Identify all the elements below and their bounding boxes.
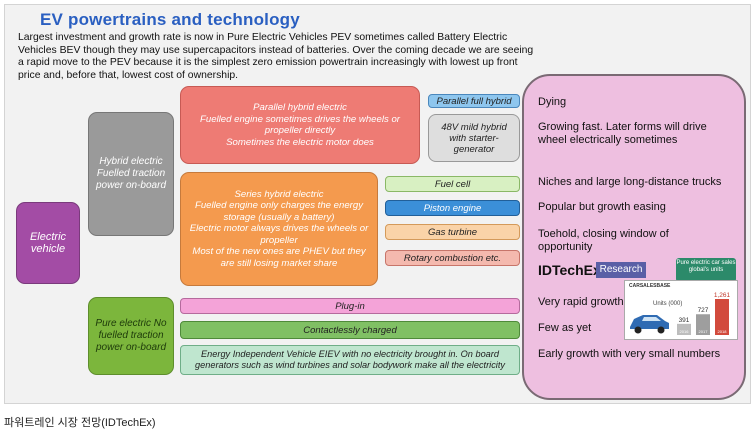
- bar-eiev-label: Energy Independent Vehicle EIEV with no …: [195, 349, 505, 370]
- bar-piston-engine-label: Piston engine: [423, 202, 482, 214]
- figure-caption: 파워트레인 시장 전망(IDTechEx): [4, 417, 156, 429]
- bar-fuel-cell: Fuel cell: [385, 176, 520, 192]
- outlook-rapid: Very rapid growth: [538, 296, 624, 308]
- inset-sales-chart: CARSALESBASE Units (000) 391 2016 727 2017 1…: [624, 280, 738, 340]
- outlook-early: Early growth with very small numbers: [538, 348, 721, 360]
- inset-bar-label-2017: 2017: [699, 329, 709, 334]
- inset-bar-2018: [715, 299, 729, 335]
- bar-48v-mild-hybrid: 48V mild hybrid with starter-generator: [428, 114, 520, 162]
- series-hybrid-node: Series hybrid electric Fuelled engine on…: [180, 172, 378, 286]
- parallel-hybrid-label: Parallel hybrid electric Fuelled engine …: [200, 102, 400, 148]
- outlook-growing-fast: Growing fast. Later forms will drive whe…: [538, 121, 707, 146]
- series-hybrid-label: Series hybrid electric Fuelled engine on…: [189, 188, 369, 269]
- bar-parallel-full-hybrid: Parallel full hybrid: [428, 94, 520, 108]
- outlook-niches: Niches and large long-distance trucks: [538, 176, 722, 188]
- parallel-hybrid-node: Parallel hybrid electric Fuelled engine …: [180, 86, 420, 164]
- bar-parallel-full-hybrid-label: Parallel full hybrid: [436, 95, 512, 107]
- bar-contactless-label: Contactlessly charged: [303, 324, 397, 336]
- inset-bar-area: 391 2016 727 2017 1,261 2018: [677, 292, 731, 335]
- pure-electric-node: Pure electric No fuelled traction power …: [88, 297, 174, 375]
- bar-rotary-combustion-label: Rotary combustion etc.: [403, 252, 502, 264]
- bar-gas-turbine-label: Gas turbine: [427, 226, 478, 238]
- outlook-popular: Popular but growth easing: [538, 201, 666, 213]
- inset-bar-value-2016: 391: [679, 317, 690, 324]
- outlook-dying: Dying: [538, 96, 567, 108]
- hybrid-electric-label: Hybrid electric Fuelled traction power o…: [95, 156, 167, 191]
- outlook-toehold: Toehold, closing window of opportunity: [538, 228, 669, 253]
- inset-bar-value-2017: 727: [698, 307, 709, 314]
- bar-contactless: Contactlessly charged: [180, 321, 520, 339]
- inset-source: CARSALESBASE: [629, 283, 671, 289]
- bar-48v-mild-hybrid-label: 48V mild hybrid with starter-generator: [441, 121, 507, 155]
- bar-fuel-cell-label: Fuel cell: [434, 178, 471, 190]
- bar-plug-in-label: Plug-in: [335, 300, 365, 312]
- page-title: EV powertrains and technology: [40, 10, 300, 29]
- bar-eiev: Energy Independent Vehicle EIEV with no …: [180, 345, 520, 375]
- outlook-few: Few as yet: [538, 322, 592, 334]
- bar-rotary-combustion: Rotary combustion etc.: [385, 250, 520, 266]
- bar-piston-engine: Piston engine: [385, 200, 520, 216]
- inset-bar-value-2018: 1,261: [714, 292, 731, 299]
- inset-units-label: Units (000): [653, 301, 683, 307]
- inset-bar-label-2016: 2016: [680, 329, 690, 334]
- inset-bar-2017: [696, 314, 710, 335]
- electric-vehicle-node: Electric vehicle: [16, 202, 80, 284]
- idtechex-logo: IDTechEx: [538, 262, 601, 278]
- outlook-panel: [522, 74, 746, 400]
- inset-badge: Pure electric car sales global's units: [676, 258, 736, 282]
- electric-vehicle-label: Electric vehicle: [29, 231, 67, 255]
- intro-paragraph: Largest investment and growth rate is no…: [18, 32, 534, 81]
- idtechex-research-tag: Research: [596, 262, 646, 278]
- bar-gas-turbine: Gas turbine: [385, 224, 520, 240]
- bar-plug-in: Plug-in: [180, 298, 520, 314]
- pure-electric-label: Pure electric No fuelled traction power …: [95, 318, 167, 353]
- inset-car-icon: [630, 315, 669, 334]
- inset-bar-label-2018: 2018: [718, 329, 728, 334]
- inset-bar-2016: [677, 323, 691, 335]
- hybrid-electric-node: Hybrid electric Fuelled traction power o…: [88, 112, 174, 236]
